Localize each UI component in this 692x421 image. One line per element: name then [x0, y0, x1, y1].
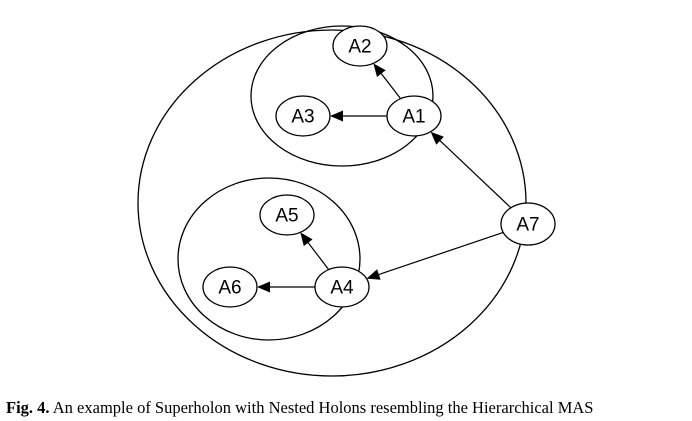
edge-line	[380, 73, 402, 100]
holon-upper-boundary	[250, 25, 434, 167]
arrowhead-icon	[430, 131, 444, 145]
agent-node-a4: A4	[314, 266, 370, 308]
edge-line	[307, 242, 330, 270]
agent-label: A4	[330, 278, 354, 299]
edge-a7-to-a4	[366, 231, 504, 280]
caption-label: Fig. 4.	[6, 398, 50, 417]
holon-layer	[137, 25, 527, 377]
arrowhead-icon	[300, 232, 313, 247]
edge-a7-to-a1	[430, 131, 512, 209]
agent-node-shape	[500, 202, 556, 246]
arrowhead-icon	[330, 110, 343, 122]
agent-node-a6: A6	[202, 266, 258, 308]
holon-lower-boundary	[177, 177, 361, 341]
edge-line	[439, 140, 512, 209]
arrowhead-icon	[257, 281, 270, 293]
agent-label: A6	[218, 278, 241, 299]
agent-node-a5: A5	[259, 194, 315, 236]
agent-node-a1: A1	[386, 95, 442, 137]
edge-a4-to-a5	[300, 232, 330, 270]
agent-label: A3	[291, 107, 314, 128]
agent-label: A1	[402, 107, 425, 128]
superholon-boundary	[137, 29, 527, 377]
agent-label: A7	[516, 215, 539, 236]
agent-node-shape	[202, 266, 258, 308]
caption-text: An example of Superholon with Nested Hol…	[49, 398, 594, 417]
edge-line	[378, 231, 504, 276]
edge-a1-to-a2	[373, 63, 402, 100]
edge-a4-to-a6	[257, 281, 315, 293]
arrowhead-icon	[366, 269, 381, 280]
agent-node-a7: A7	[500, 202, 556, 246]
edge-a1-to-a3	[330, 110, 387, 122]
agent-node-shape	[259, 194, 315, 236]
agent-node-a3: A3	[275, 95, 331, 137]
arrowhead-icon	[373, 63, 386, 78]
agent-label: A2	[348, 37, 371, 58]
edge-layer	[257, 63, 512, 293]
agent-label: A5	[275, 206, 298, 227]
agent-node-shape	[332, 25, 388, 67]
figure-caption: Fig. 4. An example of Superholon with Ne…	[6, 398, 692, 418]
agent-node-shape	[314, 266, 370, 308]
agent-node-shape	[275, 95, 331, 137]
agent-node-a2: A2	[332, 25, 388, 67]
agent-node-shape	[386, 95, 442, 137]
